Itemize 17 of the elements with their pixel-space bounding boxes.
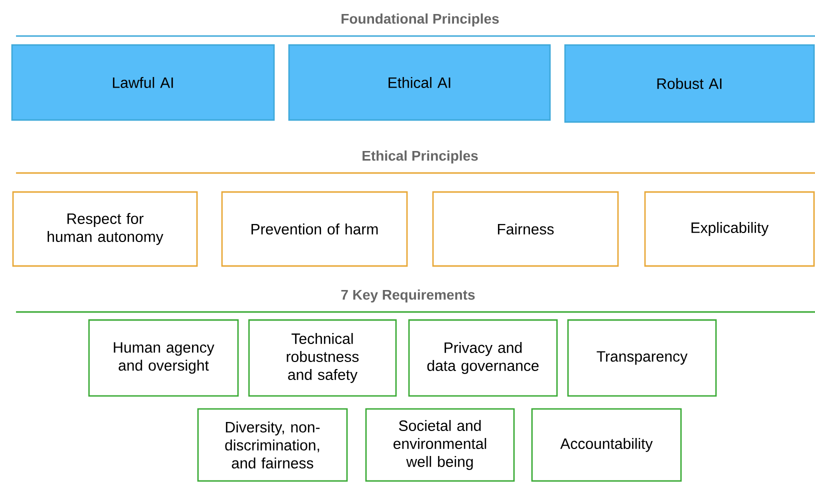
principle-box: Societal and environmental well being (365, 408, 515, 482)
principle-box: Transparency (567, 319, 717, 397)
principle-box: Privacy and data governance (408, 319, 558, 397)
principle-box: Diversity, non-discrimination, and fairness (197, 408, 348, 482)
principle-box: Lawful AI (11, 44, 275, 121)
principle-box: Prevention of harm (221, 191, 408, 267)
principle-box: Human agency and oversight (88, 319, 239, 397)
principle-box: Fairness (432, 191, 619, 267)
principle-box: Technical robustness and safety (248, 319, 397, 397)
principle-box: Explicability (644, 191, 815, 267)
section-heading: Foundational Principles (342, 13, 499, 27)
principle-box: Accountability (531, 408, 682, 482)
principle-box: Respect for human autonomy (12, 191, 198, 267)
section-heading: 7 Key Requirements (341, 289, 475, 302)
principle-box: Robust AI (564, 44, 815, 123)
section-heading: Ethical Principles (362, 150, 478, 164)
principle-box: Ethical AI (288, 44, 551, 121)
